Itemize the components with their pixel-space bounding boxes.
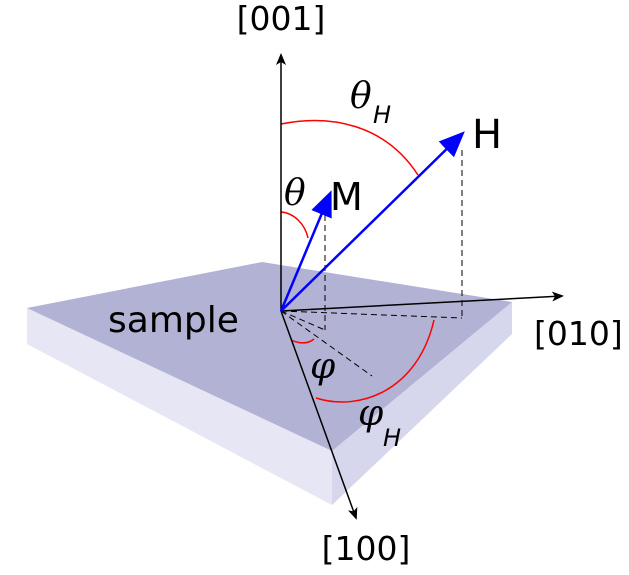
H-vector — [280, 131, 465, 312]
theta-H-subscript: H — [373, 101, 391, 129]
theta-H-label: θ H — [350, 76, 391, 129]
phi-H-arc — [315, 319, 435, 403]
theta-label: θ — [284, 173, 306, 214]
phiH-reference-line — [280, 310, 373, 377]
crystal-axes — [276, 53, 564, 520]
sample-front-face — [27, 308, 332, 505]
theta-H-symbol: θ — [350, 76, 372, 117]
sample-slab — [27, 262, 512, 505]
H-inplane-projection — [280, 310, 463, 319]
angle-arcs — [280, 119, 435, 403]
sample-side-face — [332, 302, 512, 505]
axis-010-label: [010] — [534, 314, 623, 353]
axis-001-label: [001] — [237, 0, 326, 38]
phi-arc — [290, 338, 315, 344]
sample-label: sample — [108, 300, 239, 341]
sample-top-face — [27, 262, 512, 451]
theta-H-arc — [280, 119, 419, 176]
phi-H-label: φ H — [358, 393, 401, 452]
M-inplane-projection — [280, 310, 326, 331]
theta-arc — [280, 211, 309, 239]
phi-H-subscript: H — [383, 424, 401, 452]
phi-H-symbol: φ — [358, 393, 384, 434]
H-vector-label: H — [472, 112, 502, 158]
M-vector — [279, 190, 332, 312]
axis-100-label: [100] — [322, 529, 411, 568]
M-vector-label: M — [330, 175, 363, 219]
phi-label: φ — [310, 346, 336, 387]
axis-010-line — [280, 291, 564, 312]
axis-100-line — [280, 310, 358, 520]
vectors — [279, 131, 465, 312]
